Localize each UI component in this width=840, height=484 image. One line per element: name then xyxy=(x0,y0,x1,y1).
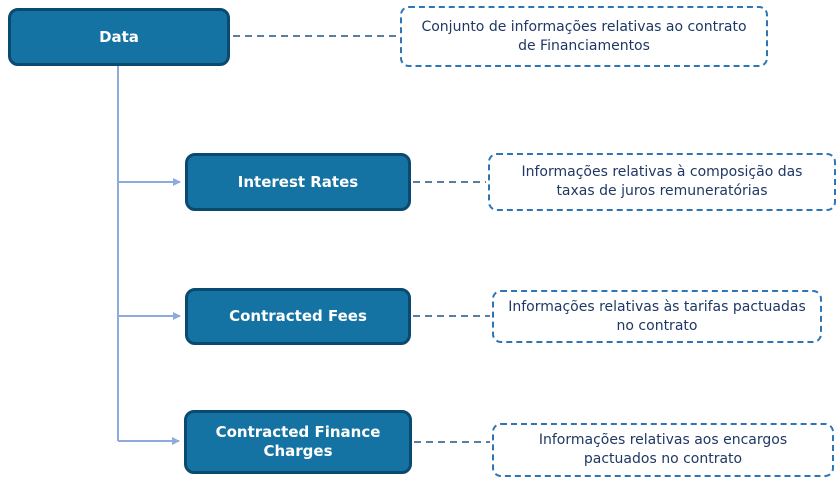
node-interest-rates: Interest Rates xyxy=(185,153,411,211)
node-contracted-fees: Contracted Fees xyxy=(185,288,411,345)
node-contracted-fees-label: Contracted Fees xyxy=(229,307,367,326)
note-interest-rates-text: Informações relativas à composição das t… xyxy=(521,164,803,199)
note-data-text: Conjunto de informações relativas ao con… xyxy=(421,18,747,54)
node-interest-rates-label: Interest Rates xyxy=(237,172,359,191)
note-contracted-finance-charges: Informações relativas aos encargos pactu… xyxy=(492,423,834,477)
node-data-label: Data xyxy=(99,27,139,46)
node-contracted-finance-charges: Contracted Finance Charges xyxy=(184,410,412,474)
note-contracted-fees-text: Informações relativas às tarifas pactuad… xyxy=(508,298,806,334)
note-contracted-fees: Informações relativas às tarifas pactuad… xyxy=(492,290,822,343)
node-data: Data xyxy=(8,8,230,66)
note-interest-rates: Informações relativas à composição das t… xyxy=(488,153,836,211)
note-data: Conjunto de informações relativas ao con… xyxy=(400,6,768,67)
node-contracted-finance-charges-label: Contracted Finance Charges xyxy=(215,423,381,460)
note-contracted-finance-charges-text: Informações relativas aos encargos pactu… xyxy=(538,432,788,467)
